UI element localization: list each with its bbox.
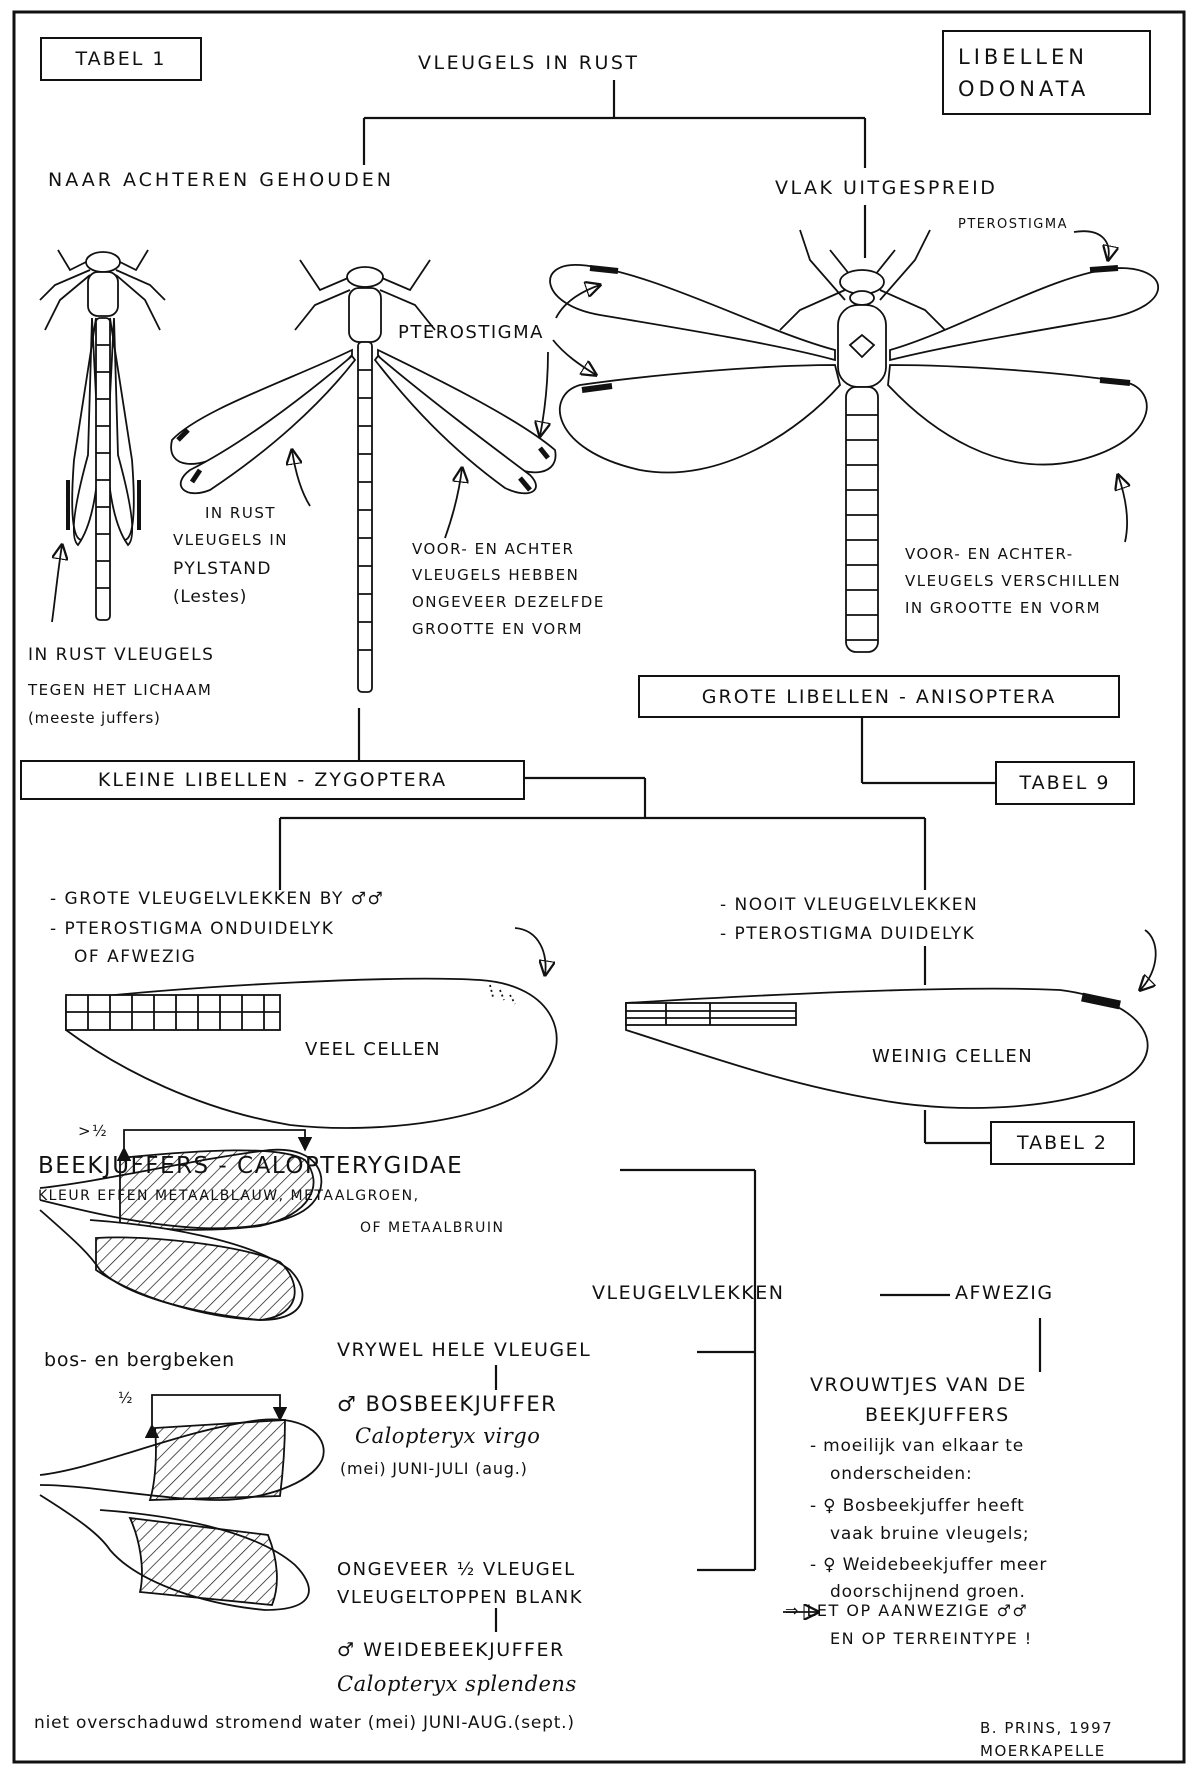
group-label-line2: ODONATA <box>958 77 1089 101</box>
zygo-note-line: VOOR- EN ACHTER <box>412 541 574 558</box>
anisoptera-box: GROTE LIBELLEN - ANISOPTERA <box>638 675 1120 718</box>
group-label-box: LIBELLEN ODONATA <box>942 30 1151 115</box>
credit-place: MOERKAPELLE <box>980 1743 1106 1760</box>
option-half-wing: ONGEVEER ½ VLEUGEL <box>337 1560 576 1581</box>
tabel2-box: TABEL 2 <box>990 1121 1135 1165</box>
group-label-line1: LIBELLEN <box>958 45 1088 69</box>
many-cells-label: VEEL CELLEN <box>305 1040 441 1061</box>
habitat-virgo: bos- en bergbeken <box>44 1350 235 1372</box>
females-note-line: doorschijnend groen. <box>830 1583 1026 1603</box>
juffers-note-line: IN RUST VLEUGELS <box>28 646 214 666</box>
juffers-note-line: (meeste juffers) <box>28 710 161 727</box>
branch-left-heading: NAAR ACHTEREN GEHOUDEN <box>48 170 394 192</box>
zygo-note-line: GROOTTE EN VORM <box>412 621 583 638</box>
virgo-common-name: ♂ BOSBEEKJUFFER <box>337 1392 557 1416</box>
few-cells-label: WEINIG CELLEN <box>872 1047 1033 1068</box>
females-note-line: - ♀ Weidebeekjuffer meer <box>810 1556 1047 1576</box>
left-criterion: OF AFWEZIG <box>74 948 196 968</box>
virgo-latin-name: Calopteryx virgo <box>355 1424 540 1448</box>
zygo-note-line: VLEUGELS HEBBEN <box>412 567 579 584</box>
option-clear-tips: VLEUGELTOPPEN BLANK <box>337 1588 583 1609</box>
lestes-note-line: PYLSTAND <box>173 560 272 580</box>
wing-spots-node: VLEUGELVLEKKEN <box>592 1283 784 1305</box>
females-note-line: onderscheiden: <box>830 1465 973 1485</box>
females-note-line: EN OP TERREINTYPE ! <box>830 1630 1033 1648</box>
calopterygidae-title: BEEKJUFFERS - CALOPTERYGIDAE <box>38 1153 463 1179</box>
aniso-note-line: VOOR- EN ACHTER- <box>905 546 1074 563</box>
tabel9-box: TABEL 9 <box>995 761 1135 805</box>
zygoptera-box: KLEINE LIBELLEN - ZYGOPTERA <box>20 760 525 800</box>
splendens-wings-drawing <box>40 1395 324 1610</box>
splendens-common-name: ♂ WEIDEBEEKJUFFER <box>337 1640 565 1662</box>
lestes-note-line: IN RUST <box>205 505 276 522</box>
right-criterion: - NOOIT VLEUGELVLEKKEN <box>720 896 978 916</box>
females-note-line: - moeilijk van elkaar te <box>810 1437 1024 1457</box>
right-criterion: - PTEROSTIGMA DUIDELYK <box>720 925 975 945</box>
option-whole-wing: VRYWEL HELE VLEUGEL <box>337 1340 591 1362</box>
aniso-note-line: VLEUGELS VERSCHILLEN <box>905 573 1121 590</box>
main-title: VLEUGELS IN RUST <box>418 53 640 75</box>
splendens-habitat: niet overschaduwd stromend water (mei) J… <box>34 1714 575 1734</box>
pterostigma-label-left: PTEROSTIGMA <box>398 323 544 344</box>
females-note-line: vaak bruine vleugels; <box>830 1525 1029 1545</box>
lestes-note-line: (Lestes) <box>173 588 247 608</box>
table-label: TABEL 1 <box>76 48 167 70</box>
lestes-note-line: VLEUGELS IN <box>173 532 288 549</box>
splendens-latin-name: Calopteryx splendens <box>337 1672 577 1696</box>
credit-author: B. PRINS, 1997 <box>980 1720 1113 1737</box>
ratio-top-label: >½ <box>78 1123 108 1140</box>
virgo-period: (mei) JUNI-JULI (aug.) <box>340 1460 528 1478</box>
anisoptera-label: GROTE LIBELLEN - ANISOPTERA <box>702 686 1056 708</box>
left-criterion: - GROTE VLEUGELVLEKKEN BY ♂♂ <box>50 890 384 910</box>
tabel2-label: TABEL 2 <box>1017 1132 1108 1154</box>
zygoptera-label: KLEINE LIBELLEN - ZYGOPTERA <box>98 769 447 791</box>
colour-line-1: KLEUR EFFEN METAALBLAUW, METAALGROEN, <box>38 1188 420 1204</box>
wing-spots-absent: AFWEZIG <box>955 1283 1054 1305</box>
aniso-note-line: IN GROOTTE EN VORM <box>905 600 1101 617</box>
branch-right-heading: VLAK UITGESPREID <box>775 178 997 200</box>
colour-line-2: OF METAALBRUIN <box>360 1220 504 1236</box>
females-title-2: BEEKJUFFERS <box>865 1405 1010 1427</box>
zygo-note-line: ONGEVEER DEZELFDE <box>412 594 605 611</box>
females-title-1: VROUWTJES VAN DE <box>810 1375 1027 1397</box>
tabel9-label: TABEL 9 <box>1020 772 1111 794</box>
ratio-bottom-label: ½ <box>118 1390 134 1407</box>
pterostigma-label-right: PTEROSTIGMA <box>958 218 1068 233</box>
females-note-line: ⇒ LET OP AANWEZIGE ♂♂ <box>785 1602 1028 1620</box>
juffers-note-line: TEGEN HET LICHAAM <box>28 682 212 699</box>
left-criterion: - PTEROSTIGMA ONDUIDELYK <box>50 920 334 940</box>
females-note-line: - ♀ Bosbeekjuffer heeft <box>810 1497 1025 1517</box>
table-label-box: TABEL 1 <box>40 37 202 81</box>
